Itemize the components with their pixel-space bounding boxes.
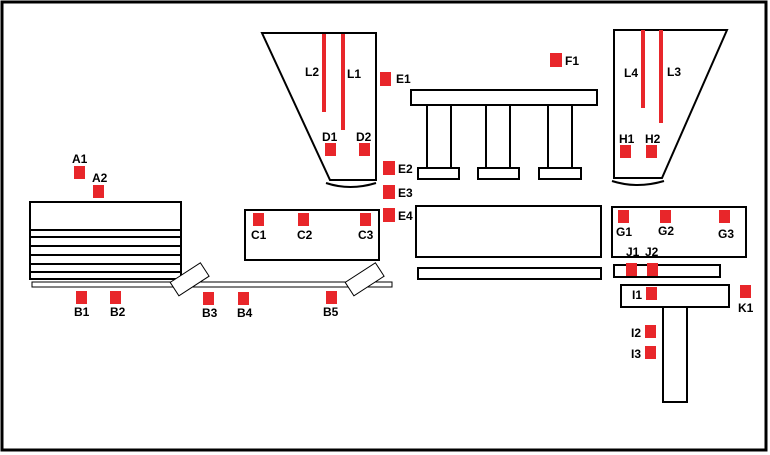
sensor-b1[interactable] [76,291,87,304]
label-e4: E4 [398,209,413,223]
label-k1: K1 [738,301,754,315]
press-structure [410,89,602,280]
press-column [547,104,573,169]
label-b4: B4 [237,306,253,320]
press-bed [415,205,602,258]
press-foot [417,167,460,180]
left-hopper-outlet [325,182,377,188]
label-b5: B5 [323,305,339,319]
label-h1: H1 [619,132,635,146]
label-a1: A1 [72,152,88,166]
sensor-k1[interactable] [740,285,751,298]
press-top-beam [410,89,598,106]
label-b1: B1 [74,305,90,319]
sensor-b3[interactable] [203,292,214,305]
left-hopper [260,32,377,181]
label-i3: I3 [631,347,641,361]
label-e3: E3 [398,186,413,200]
sensor-g2[interactable] [660,210,671,223]
sensor-c2[interactable] [298,213,309,226]
label-e2: E2 [398,162,413,176]
sensor-c3[interactable] [360,213,371,226]
label-h2: H2 [645,132,661,146]
sensor-d1[interactable] [325,143,336,156]
sensor-e2[interactable] [383,161,395,175]
label-l3: L3 [667,65,681,79]
press-column [485,104,511,169]
label-e1: E1 [396,72,411,86]
label-f1: F1 [565,54,579,68]
sensor-g3[interactable] [719,210,730,223]
stack-body [29,201,182,280]
sensor-i3[interactable] [645,346,656,359]
sensor-b2[interactable] [110,291,121,304]
press-column [426,104,452,169]
label-j2: J2 [645,245,659,259]
label-g3: G3 [718,227,734,241]
sensor-c1[interactable] [253,213,264,226]
sensor-a2[interactable] [93,185,104,198]
conveyor-roller-left [169,262,210,297]
sensor-b5[interactable] [326,291,337,304]
label-b2: B2 [110,305,126,319]
sensor-j2[interactable] [647,263,658,276]
sensor-j1[interactable] [626,263,637,276]
label-a2: A2 [92,171,108,185]
sensor-b4[interactable] [238,292,249,305]
label-l4: L4 [624,66,638,80]
sensor-a1[interactable] [74,166,85,179]
label-c3: C3 [358,228,374,242]
label-c1: C1 [251,228,267,242]
sensor-d2[interactable] [359,143,370,156]
sensor-i2[interactable] [645,325,656,338]
label-i2: I2 [631,326,641,340]
transfer-slider [613,264,721,278]
sensor-e3[interactable] [383,185,395,199]
sensor-i1[interactable] [646,287,657,300]
label-g1: G1 [616,225,632,239]
sensor-f1[interactable] [550,53,562,67]
label-d2: D2 [356,130,372,144]
label-b3: B3 [202,306,218,320]
stack-container [29,201,182,280]
sensor-h2[interactable] [646,145,657,158]
press-foot [538,167,582,180]
conveyor-roller-right [344,262,385,297]
label-l2: L2 [305,65,319,79]
sensor-e4[interactable] [383,208,395,222]
column-shaft [662,306,688,403]
lower-conveyor-belt [31,281,393,288]
right-hopper-outlet [611,180,665,186]
press-foot [477,167,520,180]
label-l1: L1 [347,67,361,81]
sensor-h1[interactable] [620,145,631,158]
label-i1: I1 [632,288,642,302]
label-c2: C2 [297,228,313,242]
sensor-g1[interactable] [618,210,629,223]
label-set: A1 A2 B1 B2 B3 B4 B5 C1 C2 C3 D1 D2 E1 E… [72,54,754,361]
label-d1: D1 [322,130,338,144]
label-j1: J1 [626,245,640,259]
press-base-plate [417,267,602,280]
label-g2: G2 [658,224,674,238]
sensor-set [74,53,751,359]
sensor-e1[interactable] [380,72,391,86]
station-c-box [244,209,380,261]
